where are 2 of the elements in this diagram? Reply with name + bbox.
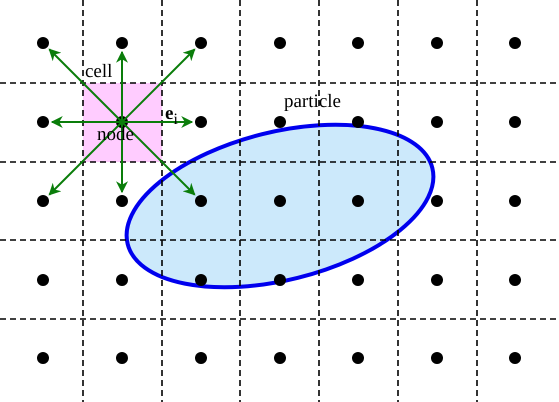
cell-label: cell (85, 62, 112, 81)
particle-label: particle (284, 92, 341, 111)
